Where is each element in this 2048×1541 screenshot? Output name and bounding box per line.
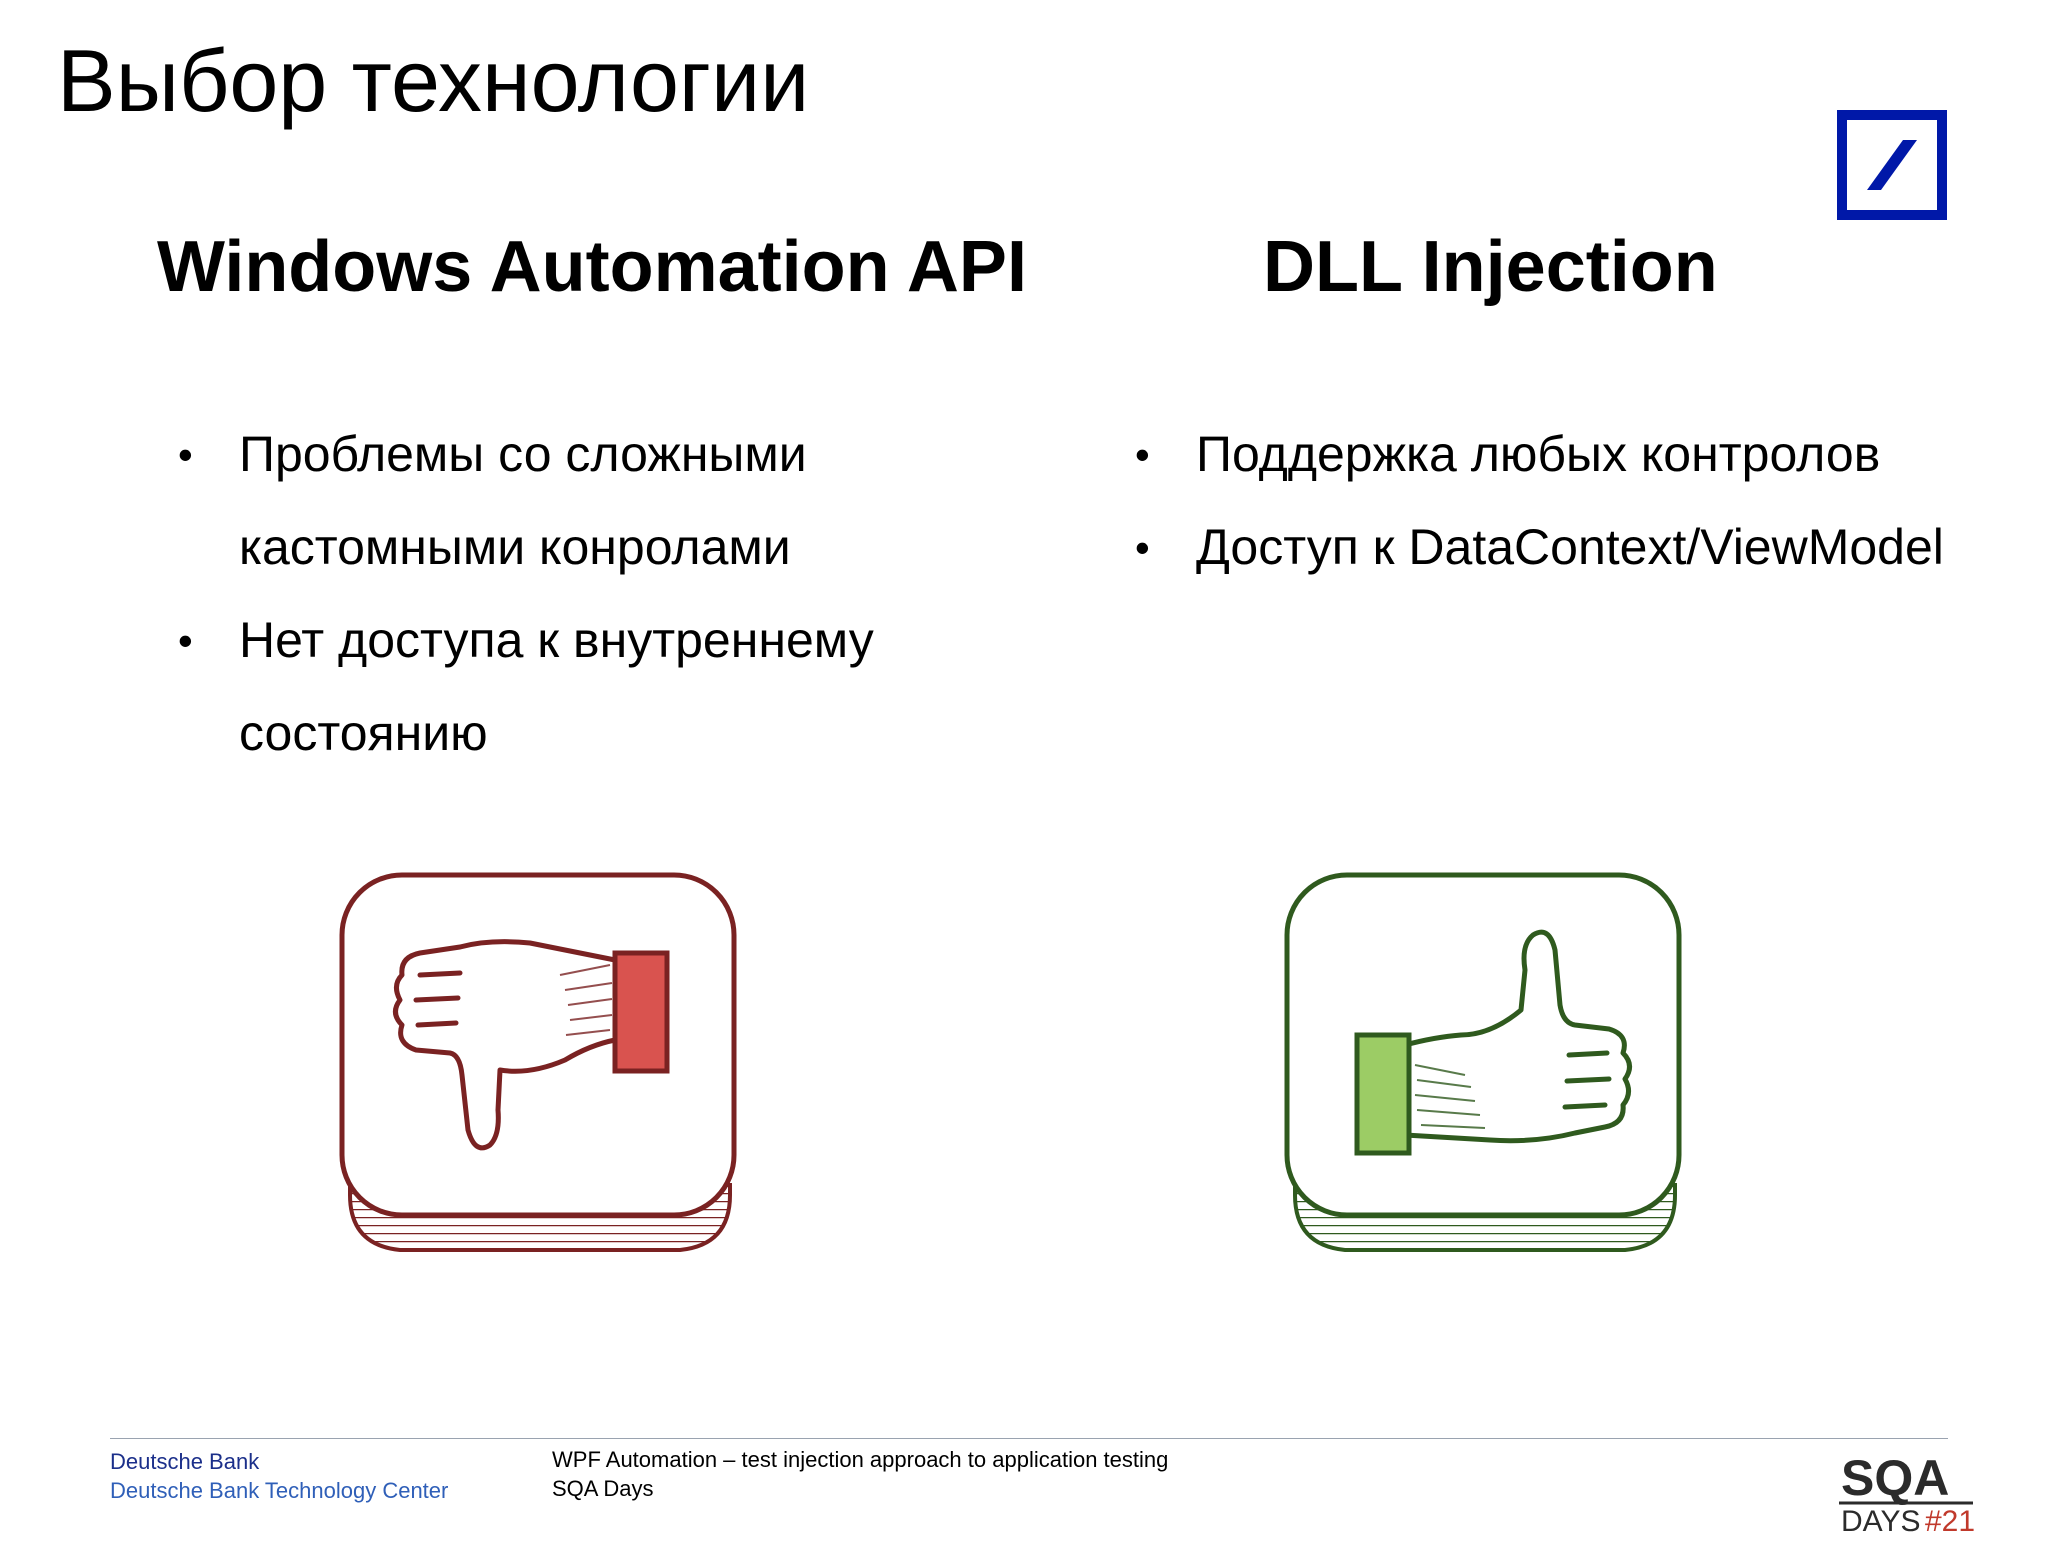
bullet-item: Доступ к DataContext/ViewModel xyxy=(1135,501,2035,594)
footer-presentation-title: WPF Automation – test injection approach… xyxy=(552,1447,1169,1472)
footer-event: SQA Days xyxy=(552,1476,654,1501)
footer-company-block: Deutsche Bank Deutsche Bank Technology C… xyxy=(110,1447,448,1505)
footer-division: Deutsche Bank Technology Center xyxy=(110,1478,449,1503)
bullet-item: Проблемы со сложными кастомными конролам… xyxy=(178,408,978,594)
sqa-logo-text: SQA xyxy=(1841,1450,1949,1506)
heading-dll-injection: DLL Injection xyxy=(1263,227,1718,307)
thumbs-down-icon xyxy=(339,872,737,1252)
bullet-item: Нет доступа к внутреннему состоянию xyxy=(178,594,978,780)
thumbs-up-icon xyxy=(1284,872,1682,1252)
bullet-list-right: Поддержка любых контролов Доступ к DataC… xyxy=(1135,408,2035,594)
footer-divider xyxy=(110,1438,1948,1439)
bullet-item: Поддержка любых контролов xyxy=(1135,408,2035,501)
slide-title: Выбор технологии xyxy=(57,31,810,130)
heading-windows-automation-api: Windows Automation API xyxy=(157,227,1027,307)
sqa-logo-days: DAYS xyxy=(1841,1505,1920,1537)
sqa-logo-number: #21 xyxy=(1925,1505,1975,1537)
footer-company: Deutsche Bank xyxy=(110,1449,260,1474)
bullet-list-left: Проблемы со сложными кастомными конролам… xyxy=(178,408,978,780)
footer-presentation-block: WPF Automation – test injection approach… xyxy=(552,1445,1168,1503)
sqa-days-logo: SQA DAYS #21 xyxy=(1839,1450,1975,1537)
deutsche-bank-logo xyxy=(1837,110,1947,220)
